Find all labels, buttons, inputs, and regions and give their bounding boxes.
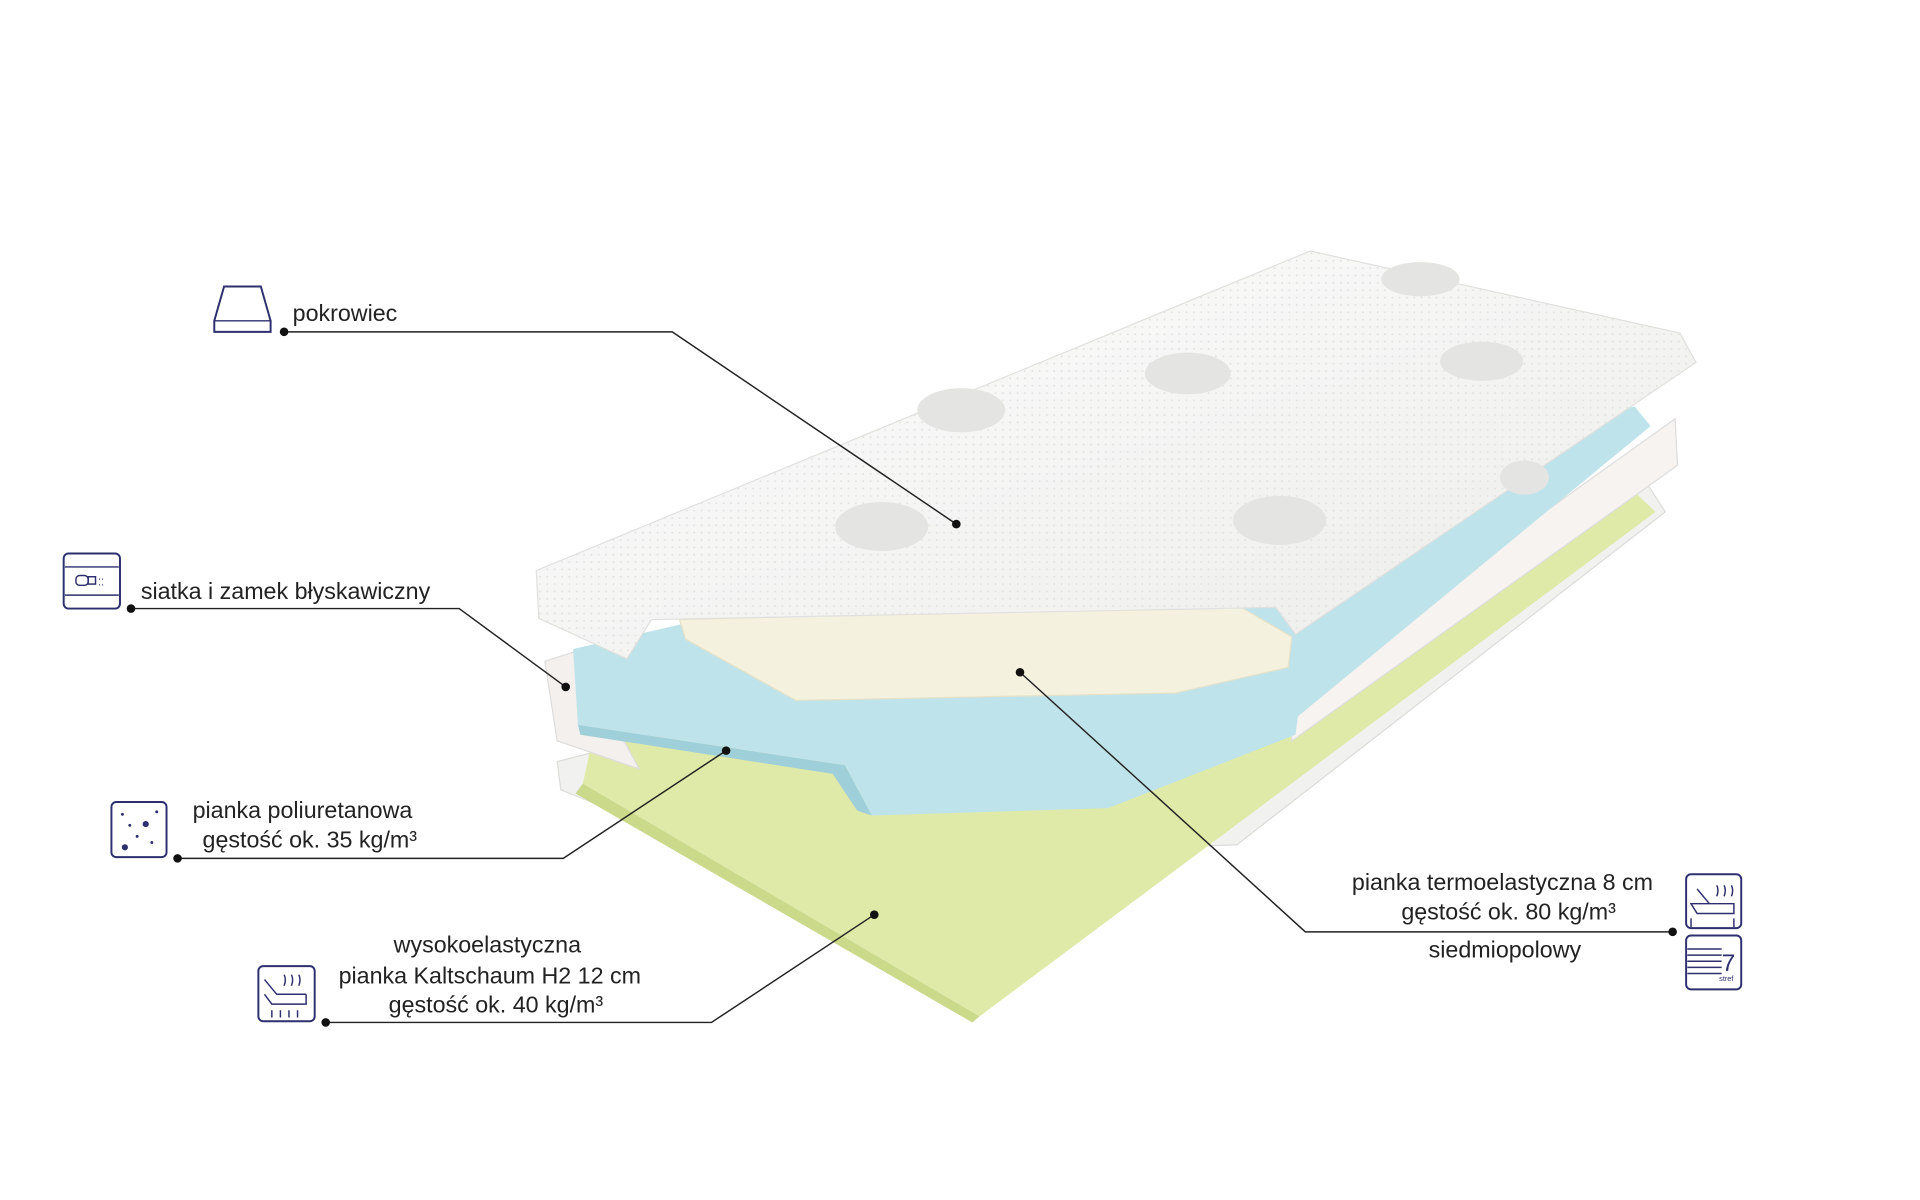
foam-dots-icon xyxy=(110,801,168,859)
label-memory-foam-line1: pianka termoelastyczna 8 cm xyxy=(1352,869,1653,895)
hr-foam-side xyxy=(575,783,980,1023)
top-cover-knit xyxy=(536,251,1696,659)
mattress-cover-icon xyxy=(213,285,272,333)
label-memory-foam-line2: gęstość ok. 80 kg/m³ xyxy=(1401,899,1616,925)
thermo-foam-icon xyxy=(1685,873,1743,930)
zones-caption: stref xyxy=(1719,974,1734,983)
memory-foam-layer xyxy=(678,604,1293,702)
cover-pattern xyxy=(835,262,1549,552)
svg-text:⁚⁚: ⁚⁚ xyxy=(98,577,104,588)
label-zipper: siatka i zamek błyskawiczny xyxy=(141,578,431,604)
high-elastic-foam-icon xyxy=(257,965,316,1023)
leader-lines xyxy=(126,327,1677,1027)
label-cover: pokrowiec xyxy=(293,300,398,326)
zones-number: 7 xyxy=(1722,950,1736,977)
label-pu-foam-line1: pianka poliuretanowa xyxy=(193,797,413,823)
label-hr-foam-line2: pianka Kaltschaum H2 12 cm xyxy=(339,962,641,988)
label-memory-foam-line3: siedmiopolowy xyxy=(1429,937,1582,963)
mattress-illustration xyxy=(535,250,1697,1023)
pu-foam-edge xyxy=(577,724,872,816)
label-hr-foam-line3: gęstość ok. 40 kg/m³ xyxy=(389,992,604,1018)
seven-zones-icon: 7 stref xyxy=(1685,934,1743,991)
zipper-mesh-icon: ⁚⁚ xyxy=(62,552,121,610)
label-hr-foam-line1: wysokoelastyczna xyxy=(393,932,581,958)
label-pu-foam-line2: gęstość ok. 35 kg/m³ xyxy=(203,826,418,852)
